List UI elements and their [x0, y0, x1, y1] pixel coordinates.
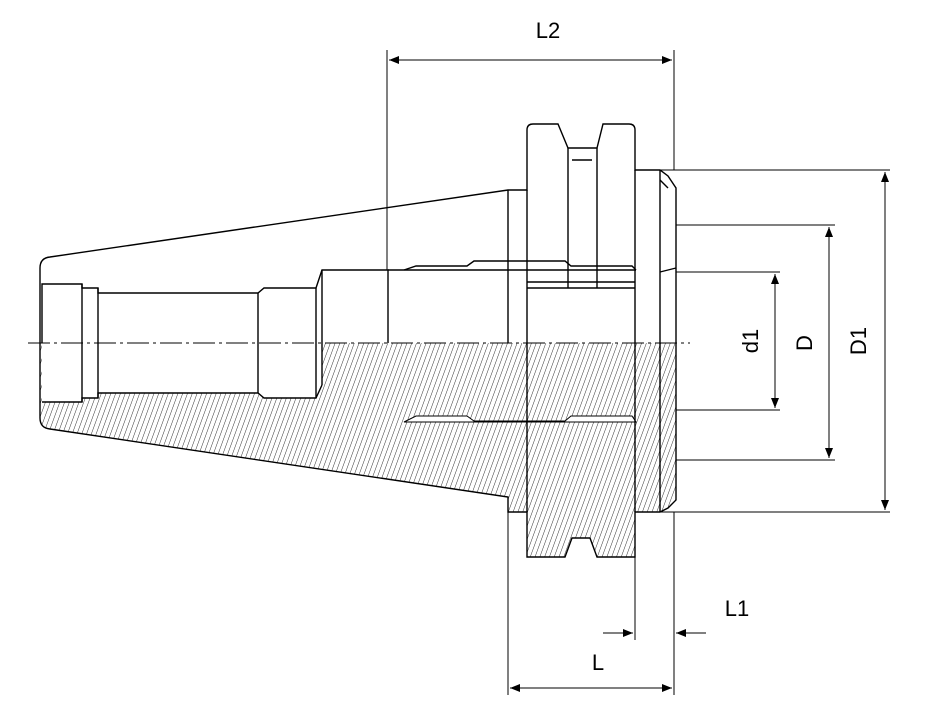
label-L: L	[592, 650, 604, 675]
label-d1: d1	[738, 329, 763, 353]
outer-contour	[39, 123, 677, 558]
label-D1: D1	[846, 327, 871, 355]
label-L2: L2	[536, 18, 560, 43]
dimension-lines	[386, 50, 890, 695]
section-hatch	[40, 343, 676, 557]
label-L1: L1	[725, 596, 749, 621]
label-D: D	[792, 335, 817, 351]
